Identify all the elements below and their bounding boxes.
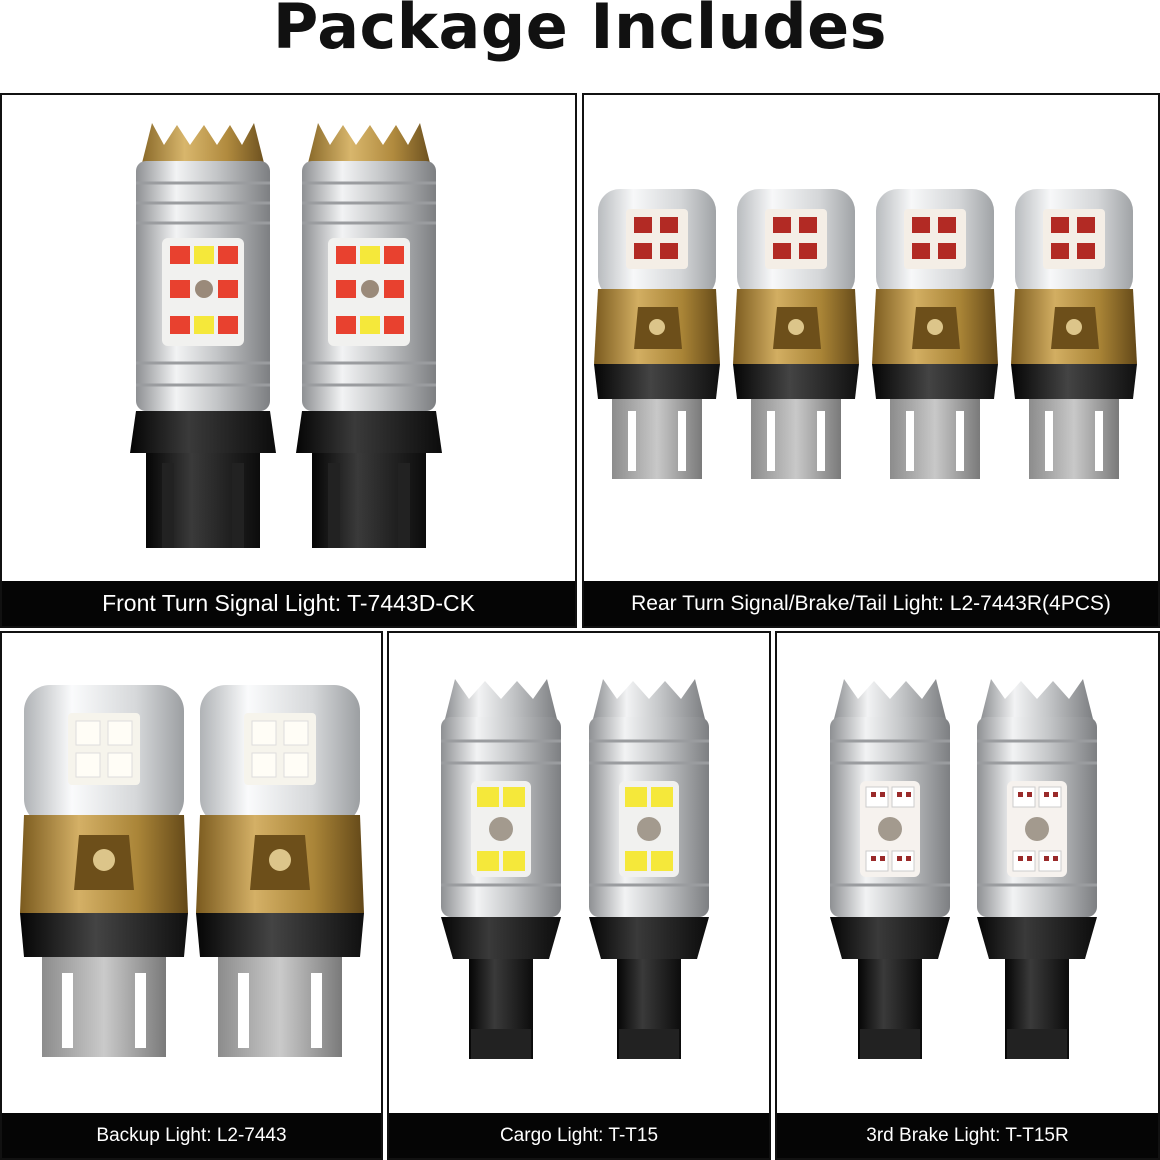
- panel-front-turn-signal: Front Turn Signal Light: T-7443D-CK: [0, 93, 577, 628]
- panel-backup-light: Backup Light: L2-7443: [0, 631, 383, 1160]
- caption-rear-turn-signal: Rear Turn Signal/Brake/Tail Light: L2-74…: [584, 581, 1158, 626]
- bulb-photo-cargo: [439, 677, 711, 1061]
- page-title: Package Includes: [272, 0, 888, 63]
- bulb-photo-3rd-brake: [828, 677, 1099, 1061]
- panel-rear-turn-signal: Rear Turn Signal/Brake/Tail Light: L2-74…: [582, 93, 1160, 628]
- panel-cargo-light: Cargo Light: T-T15: [387, 631, 771, 1160]
- panel-3rd-brake-light: 3rd Brake Light: T-T15R: [775, 631, 1160, 1160]
- caption-backup-light: Backup Light: L2-7443: [2, 1113, 381, 1158]
- bulb-photo-rear-turn: [594, 189, 1137, 479]
- caption-cargo-light: Cargo Light: T-T15: [389, 1113, 769, 1158]
- caption-front-turn-signal: Front Turn Signal Light: T-7443D-CK: [2, 581, 575, 626]
- caption-3rd-brake-light: 3rd Brake Light: T-T15R: [777, 1113, 1158, 1158]
- bulb-photo-front-turn: [128, 121, 444, 550]
- bulb-photo-backup: [19, 684, 365, 1058]
